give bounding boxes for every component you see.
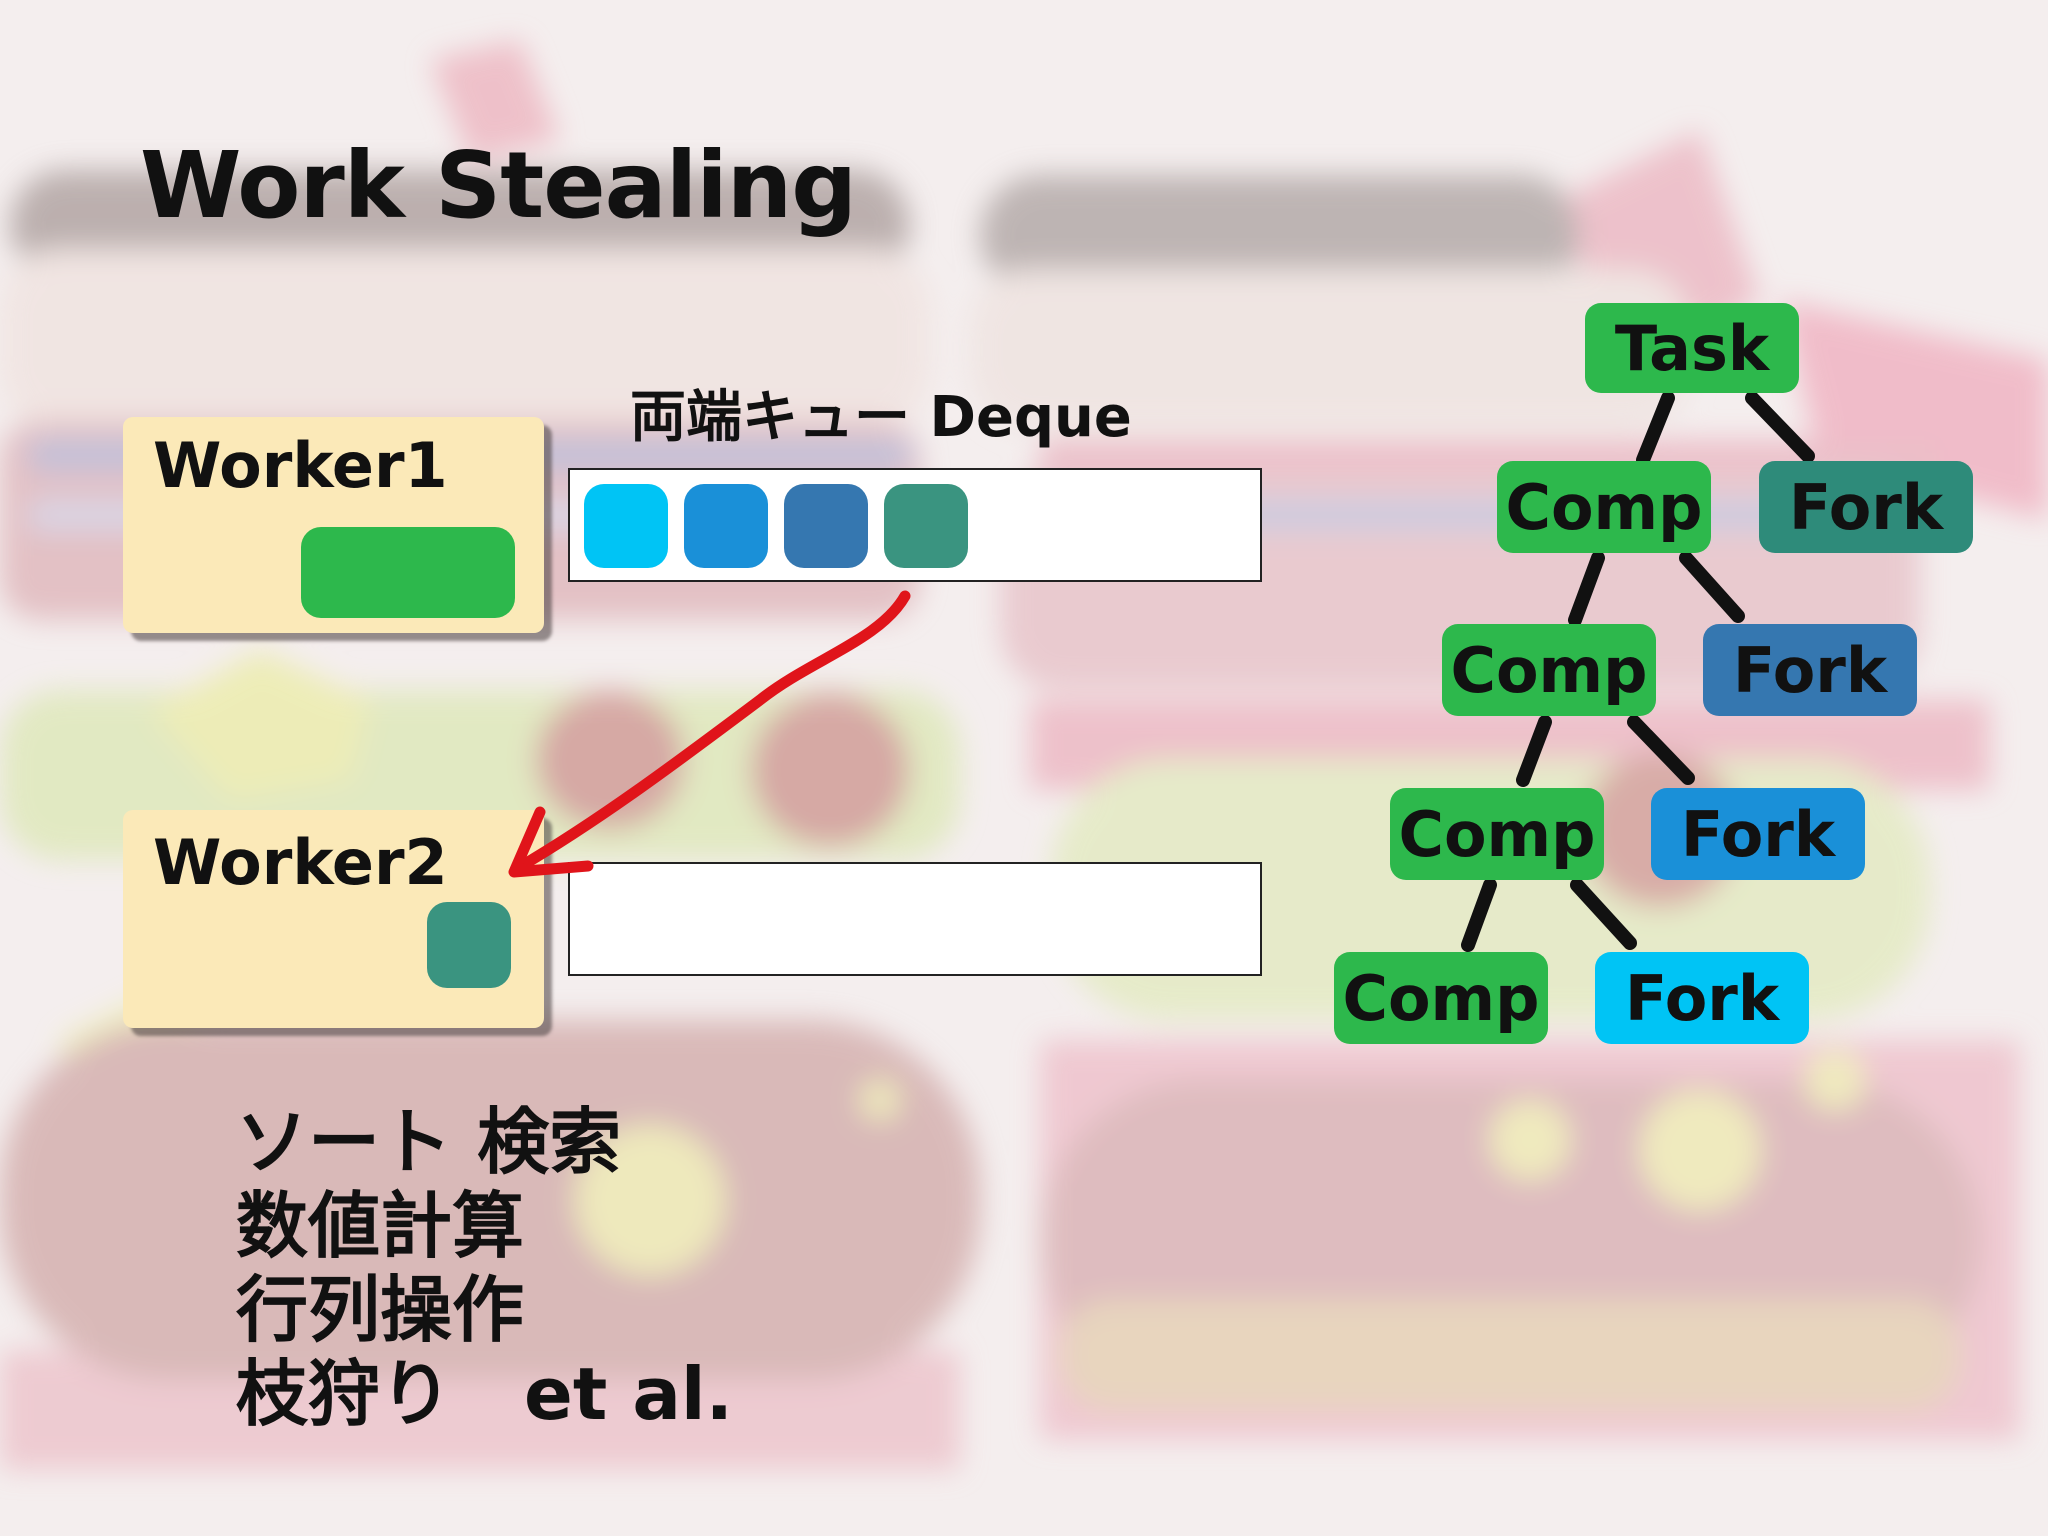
deque-task-cyan <box>584 484 668 568</box>
worker2-label: Worker2 <box>153 826 448 899</box>
application-item: 行列操作 <box>236 1268 525 1352</box>
worker2-stolen-task <box>427 902 511 988</box>
slide-title: Work Stealing <box>140 132 857 239</box>
deque-task-steel <box>784 484 868 568</box>
worker1-box: Worker1 <box>123 417 544 633</box>
worker1-label: Worker1 <box>153 429 448 502</box>
tree-fork-3: Fork <box>1651 788 1865 880</box>
tree-comp-1: Comp <box>1497 461 1711 553</box>
tree-fork-1: Fork <box>1759 461 1973 553</box>
worker1-current-task <box>301 527 515 618</box>
application-item: 枝狩り et al. <box>236 1352 733 1436</box>
tree-root-task: Task <box>1585 303 1799 393</box>
application-item: 数値計算 <box>236 1184 525 1268</box>
tree-comp-3: Comp <box>1390 788 1604 880</box>
deque-task-blue <box>684 484 768 568</box>
tree-comp-2: Comp <box>1442 624 1656 716</box>
tree-comp-4: Comp <box>1334 952 1548 1044</box>
applications-list: ソート 検索 数値計算 行列操作 枝狩り et al. <box>236 1100 733 1436</box>
worker2-box: Worker2 <box>123 810 544 1028</box>
tree-fork-2: Fork <box>1703 624 1917 716</box>
tree-fork-4: Fork <box>1595 952 1809 1044</box>
worker2-deque <box>568 862 1262 976</box>
worker1-deque <box>568 468 1262 582</box>
deque-label: 両端キュー Deque <box>630 385 1132 450</box>
deque-task-teal <box>884 484 968 568</box>
application-item: ソート 検索 <box>236 1100 622 1184</box>
